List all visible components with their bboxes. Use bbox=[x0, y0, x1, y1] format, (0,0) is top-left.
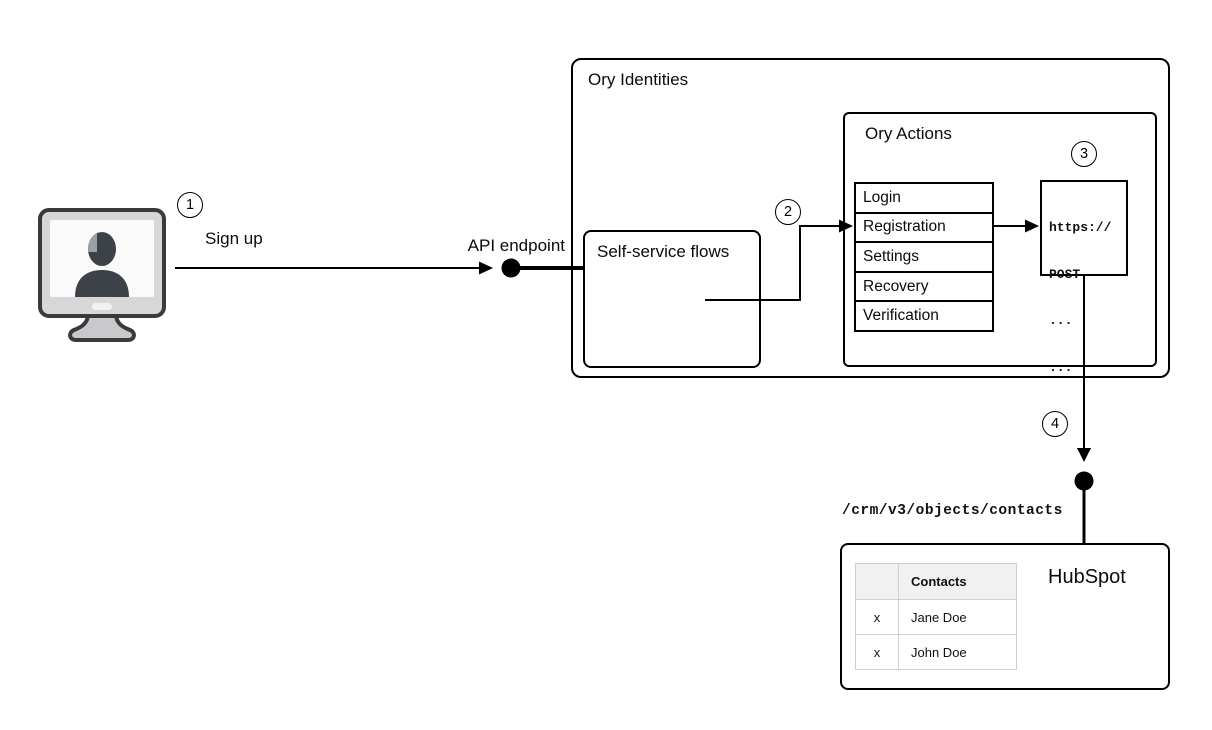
ory-identities-box bbox=[571, 58, 1170, 378]
hubspot-title: HubSpot bbox=[1048, 566, 1126, 588]
step-3-badge: 3 bbox=[1071, 141, 1097, 167]
step-4-number: 4 bbox=[1050, 416, 1060, 432]
flow-row-settings: Settings bbox=[856, 243, 992, 273]
webhook-line-method: POST bbox=[1049, 266, 1081, 282]
monitor-user-icon bbox=[38, 208, 166, 342]
step-3-number: 3 bbox=[1079, 146, 1089, 162]
sign-up-label: Sign up bbox=[205, 229, 263, 248]
step-2-number: 2 bbox=[783, 204, 793, 220]
webhook-code-box: https:// POST ... ... bbox=[1040, 180, 1128, 375]
flow-row-recovery: Recovery bbox=[856, 273, 992, 303]
ory-actions-box bbox=[843, 112, 1157, 367]
contacts-row-1: x Jane Doe bbox=[856, 599, 1016, 634]
crm-path-label: /crm/v3/objects/contacts bbox=[842, 503, 1063, 519]
contacts-row-1-mark: x bbox=[873, 609, 881, 625]
ory-actions-title: Ory Actions bbox=[865, 124, 952, 143]
webhook-line-ellipsis-2: ... bbox=[1049, 359, 1073, 375]
flow-row-verification: Verification bbox=[863, 307, 939, 325]
api-endpoint-label: API endpoint bbox=[467, 236, 565, 255]
step-1-number: 1 bbox=[185, 197, 195, 213]
contacts-row-2-name: John Doe bbox=[898, 635, 1016, 669]
hubspot-box bbox=[840, 543, 1170, 690]
self-service-flows-title: Self-service flows bbox=[597, 242, 730, 261]
contacts-row-2: x John Doe bbox=[856, 634, 1016, 669]
flow-row-login: Login bbox=[856, 184, 992, 214]
flow-row-registration: Registration bbox=[856, 214, 992, 244]
webhook-line-ellipsis-1: ... bbox=[1049, 313, 1073, 328]
contacts-row-2-mark: x bbox=[873, 644, 881, 660]
self-service-flows-box bbox=[583, 230, 761, 368]
webhook-line-url: https:// bbox=[1049, 220, 1112, 235]
contacts-header-empty-cell bbox=[856, 564, 898, 599]
step-2-badge: 2 bbox=[775, 199, 801, 225]
step-1-badge: 1 bbox=[177, 192, 203, 218]
contacts-table: Contacts x Jane Doe x John Doe bbox=[855, 563, 1017, 670]
ory-identities-title: Ory Identities bbox=[588, 70, 689, 89]
step-4-badge: 4 bbox=[1042, 411, 1068, 437]
contacts-header-label: Contacts bbox=[898, 564, 1016, 599]
contacts-row-1-name: Jane Doe bbox=[898, 600, 1016, 634]
contacts-header-row: Contacts bbox=[856, 564, 1016, 599]
flow-list: Login Registration Settings Recovery Ver… bbox=[854, 182, 994, 332]
